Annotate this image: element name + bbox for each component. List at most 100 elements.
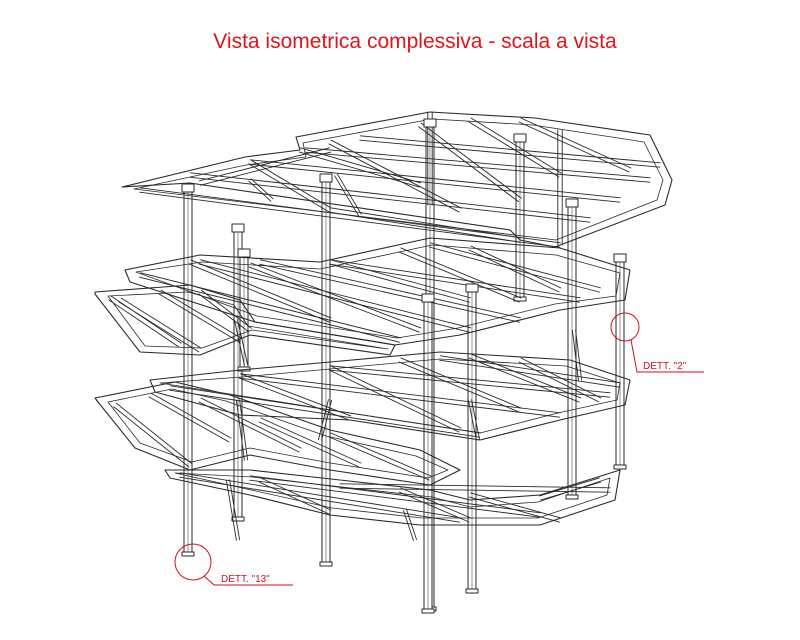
- level-3-beam-8: [398, 251, 520, 303]
- level-2-beam-3: [439, 355, 621, 384]
- roof-level-beam-3: [304, 151, 651, 183]
- level-2-balcony-beam-1: [150, 392, 232, 439]
- level-3-beam-4: [428, 246, 600, 293]
- brace-6: [225, 479, 237, 541]
- roof-level-beam-4: [359, 139, 661, 168]
- column-cap-9: [237, 248, 251, 258]
- roof-level-beam-7: [420, 122, 522, 199]
- column-2-base: [319, 561, 333, 567]
- column-cap-5: [565, 198, 579, 208]
- level-3-beam-5: [190, 259, 332, 319]
- roof-level-beam-4: [359, 135, 661, 164]
- level-3-beam-9: [468, 249, 560, 293]
- callout-label-dett-2: DETT. "2": [643, 361, 687, 372]
- level-3-balcony-beam-2: [200, 289, 252, 329]
- roof-level-beam-8: [328, 143, 460, 213]
- level-3-edge-inner: [135, 244, 621, 339]
- roof-level-beam-1: [189, 172, 591, 219]
- level-3-edge: [124, 237, 631, 346]
- callout-circle-dett-13: [174, 543, 212, 581]
- roof-level-beam-8: [330, 139, 462, 209]
- column-cap-2: [319, 173, 333, 183]
- level-2-balcony-beam-4: [330, 432, 432, 477]
- level-3-balcony-edge: [94, 284, 396, 356]
- callout-leader-dett-2: [630, 339, 704, 373]
- roof-level-beam-12: [200, 151, 331, 186]
- roof-level-beam-0: [139, 191, 561, 248]
- column-0-base: [181, 551, 195, 557]
- brace-0: [237, 319, 249, 366]
- level-1-edge: [164, 469, 621, 526]
- level-2-balcony-beam-4: [328, 436, 430, 481]
- brace-7: [336, 173, 362, 215]
- brace-5: [406, 509, 417, 540]
- level-2-beam-3: [439, 359, 621, 388]
- level-2-balcony-beam-2: [200, 397, 302, 449]
- roof-level-beam-5: [248, 163, 330, 213]
- callout-circle-dett-2: [610, 312, 640, 342]
- roof-level-beam-9: [470, 117, 562, 174]
- roof-level-beam-1: [189, 176, 591, 223]
- level-3-beam-0: [139, 276, 400, 343]
- level-3-balcony-beam-3: [108, 299, 180, 348]
- level-3-balcony-edge-inner: [107, 291, 389, 350]
- callout-dett-2: DETT. "2": [610, 312, 704, 373]
- level-3-beam-1: [199, 263, 470, 333]
- level-3-beam-6: [248, 266, 420, 333]
- brace-4: [575, 329, 583, 381]
- roof-level-beam-2: [249, 159, 621, 199]
- roof-level-beam-6: [329, 207, 521, 239]
- column-7-base: [613, 464, 627, 470]
- level-3-balcony-beam-1: [160, 289, 242, 339]
- level-2-edge: [149, 351, 631, 441]
- level-3-balcony-beam-1: [158, 293, 240, 343]
- column-1-base: [231, 516, 245, 522]
- level-3-beam-1: [200, 259, 471, 329]
- level-1-beam-1: [249, 475, 541, 514]
- column-cap-3: [423, 118, 437, 128]
- level-3-beam-0: [140, 272, 401, 339]
- column-cap-7: [465, 283, 479, 293]
- column-cap-0: [181, 183, 195, 193]
- drawing-title: Vista isometrica complessiva - scala a v…: [213, 30, 617, 53]
- level-3-beam-6: [250, 262, 422, 329]
- level-3-beam-4: [430, 242, 602, 289]
- steel-frame: [94, 111, 673, 614]
- column-cap-1: [231, 223, 245, 233]
- roof-level-beam-9: [468, 121, 560, 178]
- column-cap-4: [513, 133, 527, 143]
- level-1-beam-3: [258, 481, 330, 515]
- level-2-beam-5: [328, 369, 460, 433]
- callout-leader-dett-13: [203, 575, 293, 586]
- roof-level-beam-3: [304, 147, 651, 179]
- roof-level-beam-6: [329, 211, 521, 243]
- level-1-beam-5: [470, 492, 562, 519]
- level-2-beam-2: [329, 369, 611, 398]
- brace-0: [233, 319, 245, 366]
- brace-2: [317, 399, 329, 441]
- level-2-beam-7: [468, 357, 580, 403]
- roof-level-beam-10: [518, 121, 630, 173]
- level-3-balcony-beam-0: [120, 297, 202, 349]
- level-3-beam-7: [330, 259, 472, 299]
- roof-level-beam-11: [298, 151, 420, 188]
- brace-8: [250, 178, 274, 200]
- level-3-balcony-beam-3: [110, 295, 182, 344]
- roof-level-edge-inner: [133, 118, 664, 241]
- level-1-beam-6: [538, 477, 600, 497]
- level-1-beam-2: [339, 483, 611, 489]
- brace-7: [334, 175, 360, 217]
- brace-3: [471, 399, 481, 441]
- level-1-beam-4: [398, 491, 470, 523]
- callout-dett-13: DETT. "13": [174, 543, 293, 586]
- level-1-beam-0: [179, 472, 461, 519]
- brace-1: [235, 399, 245, 461]
- level-2-beam-6: [398, 361, 520, 413]
- brace-6: [229, 479, 241, 541]
- level-1-beam-1: [249, 479, 541, 518]
- level-3-beam-3: [329, 259, 581, 299]
- level-1-beam-4: [400, 487, 472, 519]
- level-2-balcony-beam-3: [260, 417, 362, 464]
- roof-level-beam-5: [250, 159, 332, 209]
